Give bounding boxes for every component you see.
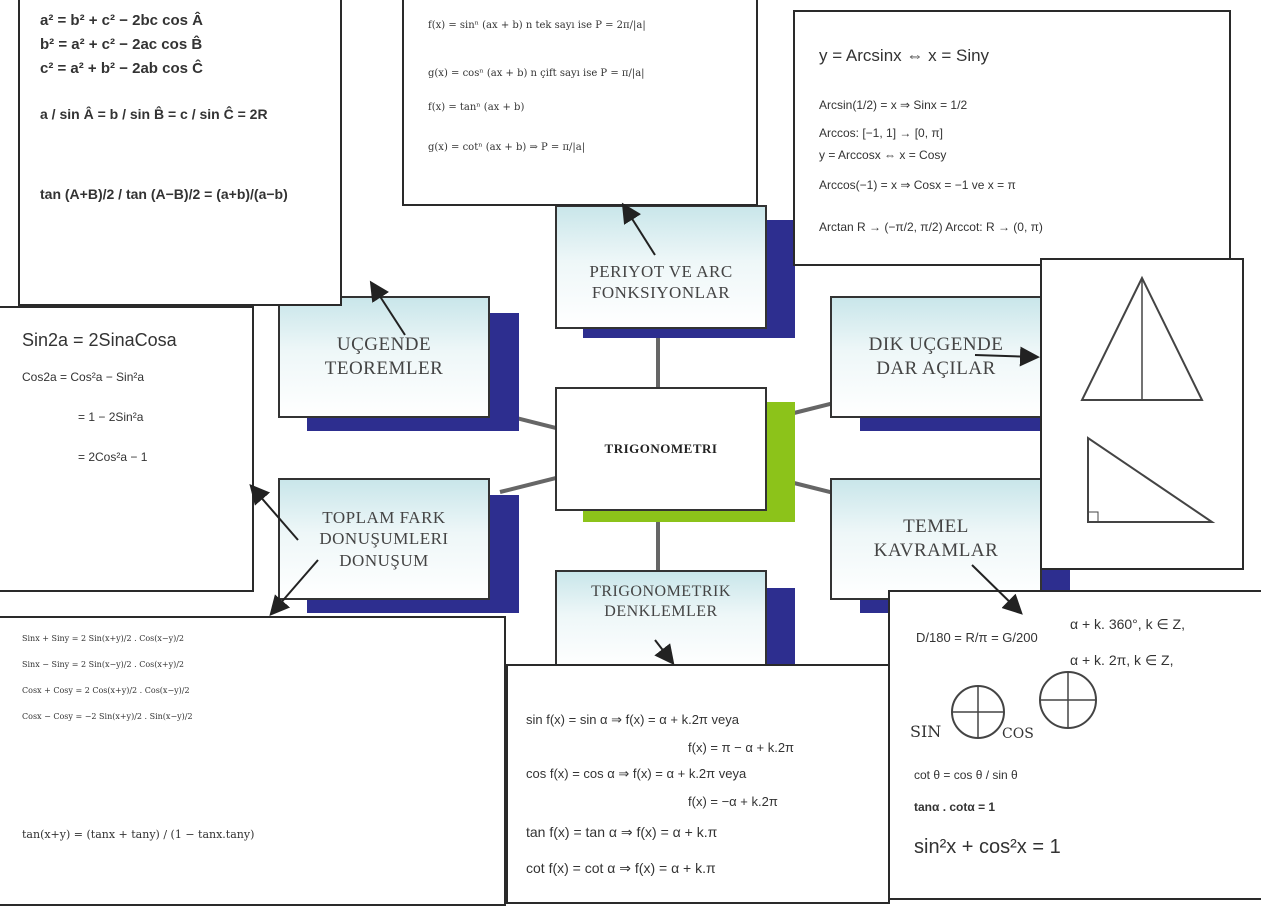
connector-top <box>656 325 660 387</box>
sin-circle-label: SIN <box>910 722 942 741</box>
panel-double-angle: Sin2a = 2SinaCosa Cos2a = Cos²a − Sin²a … <box>0 306 254 592</box>
node-denklemler: TRIGONOMETRIK DENKLEMLER <box>555 570 767 670</box>
formula-line: Cos2a = Cos²a − Sin²a <box>22 370 145 384</box>
formula-line: Arccos: [−1, 1] → [0, π] <box>819 126 943 140</box>
formula-line: α + k. 2π, k ∈ Z, <box>1070 652 1174 668</box>
formula-line: tan (A+B)/2 / tan (A−B)/2 = (a+b)/(a−b) <box>40 186 288 202</box>
node-dik-label: DIK UÇGENDE DAR AÇILAR <box>868 334 1004 379</box>
formula-line: sin f(x) = sin α ⇒ f(x) = α + k.2π veya <box>526 712 739 727</box>
formula-line: a / sin Â = b / sin B̂ = c / sin Ĉ = 2R <box>40 106 268 122</box>
formula-line: a² = b² + c² − 2bc cos Â <box>40 12 203 29</box>
formula-line: α + k. 360°, k ∈ Z, <box>1070 616 1185 632</box>
connector-right-bottom <box>789 480 835 495</box>
formula-line: tan(x+y) = (tanx + tany) / (1 − tanx.tan… <box>22 828 255 841</box>
formula-line: cot θ = cos θ / sin θ <box>914 768 1018 782</box>
formula-line: tanα . cotα = 1 <box>914 800 996 814</box>
formula-line: D/180 = R/π = G/200 <box>916 630 1038 645</box>
connector-bottom <box>656 512 660 570</box>
sign-circles <box>951 671 1097 739</box>
formula-line: Arctan R → (−π/2, π/2) Arccot: R → (0, π… <box>819 220 1043 234</box>
panel-periods: f(x) = sinⁿ (ax + b) n tek sayı ise P = … <box>402 0 758 206</box>
node-periyot-label: PERIYOT VE ARC FONKSIYONLAR <box>589 261 733 302</box>
connector-left-bottom <box>499 475 559 494</box>
node-periyot: PERIYOT VE ARC FONKSIYONLAR <box>555 205 767 329</box>
formula-line: cos f(x) = cos α ⇒ f(x) = α + k.2π veya <box>526 766 747 781</box>
panel-arc-functions: y = Arcsinx ⇔ x = Siny Arcsin(1/2) = x ⇒… <box>793 10 1231 266</box>
node-ucgende: UÇGENDE TEOREMLER <box>278 296 490 418</box>
node-ucgende-label: UÇGENDE TEOREMLER <box>324 334 444 379</box>
formula-line: Arccos(−1) = x ⇒ Cosx = −1 ve x = π <box>819 178 1016 192</box>
right-triangle <box>1087 436 1216 523</box>
formula-line: Cosx − Cosy = −2 Sin(x+y)/2 . Sin(x−y)/2 <box>22 712 193 721</box>
formula-line: = 1 − 2Sin²a <box>78 410 144 424</box>
formula-line: y = Arccosx ⇔ x = Cosy <box>819 148 947 162</box>
formula-line: Sin2a = 2SinaCosa <box>22 330 177 350</box>
triangle-diagrams <box>1080 275 1216 523</box>
node-center: TRIGONOMETRI <box>555 387 767 511</box>
formula-line: b² = a² + c² − 2ac cos B̂ <box>40 36 203 53</box>
formula-line: Sinx − Siny = 2 Sin(x−y)/2 . Cos(x+y)/2 <box>22 660 185 669</box>
panel-triangle-laws: a² = b² + c² − 2bc cos Â b² = a² + c² − … <box>18 0 342 306</box>
formula-line: tan f(x) = tan α ⇒ f(x) = α + k.π <box>526 824 718 840</box>
formula-line: = 2Cos²a − 1 <box>78 450 148 464</box>
panel-equations: sin f(x) = sin α ⇒ f(x) = α + k.2π veya … <box>506 664 890 904</box>
center-label: TRIGONOMETRI <box>604 440 718 456</box>
right-angle-mark <box>1087 511 1099 523</box>
formula-line: g(x) = cotⁿ (ax + b) ⇒ P = π/|a| <box>428 142 586 153</box>
node-toplam-label: TOPLAM FARK DONUŞUMLERI DONUŞUM <box>319 508 449 570</box>
connector-right-top <box>789 401 835 416</box>
formula-line: f(x) = tanⁿ (ax + b) <box>428 102 525 113</box>
formula-line: g(x) = cosⁿ (ax + b) n çift sayı ise P =… <box>428 68 645 79</box>
formula-line: sin²x + cos²x = 1 <box>914 836 1061 858</box>
formula-line: Arcsin(1/2) = x ⇒ Sinx = 1/2 <box>819 98 968 112</box>
formula-line: y = Arcsinx ⇔ x = Siny <box>819 46 990 65</box>
formula-line: Cosx + Cosy = 2 Cos(x+y)/2 . Cos(x−y)/2 <box>22 686 190 695</box>
panel-triangles <box>1040 258 1244 570</box>
cos-circle-label: COS <box>1002 726 1034 742</box>
formula-line: f(x) = −α + k.2π <box>688 794 778 809</box>
formula-line: c² = a² + b² − 2ab cos Ĉ <box>40 60 203 77</box>
node-temel-label: TEMEL KAVRAMLAR <box>873 516 999 561</box>
node-dik: DIK UÇGENDE DAR AÇILAR <box>830 296 1042 418</box>
formula-line: f(x) = π − α + k.2π <box>688 740 795 755</box>
panel-sum-product: Sinx + Siny = 2 Sin(x+y)/2 . Cos(x−y)/2 … <box>0 616 506 906</box>
node-toplam: TOPLAM FARK DONUŞUMLERI DONUŞUM <box>278 478 490 600</box>
panel-basic-concepts: D/180 = R/π = G/200 α + k. 360°, k ∈ Z, … <box>888 590 1261 900</box>
formula-line: f(x) = sinⁿ (ax + b) n tek sayı ise P = … <box>428 20 646 31</box>
formula-line: cot f(x) = cot α ⇒ f(x) = α + k.π <box>526 860 716 876</box>
node-temel: TEMEL KAVRAMLAR <box>830 478 1042 600</box>
node-denklemler-label: TRIGONOMETRIK DENKLEMLER <box>591 583 731 620</box>
formula-line: Sinx + Siny = 2 Sin(x+y)/2 . Cos(x−y)/2 <box>22 634 185 643</box>
